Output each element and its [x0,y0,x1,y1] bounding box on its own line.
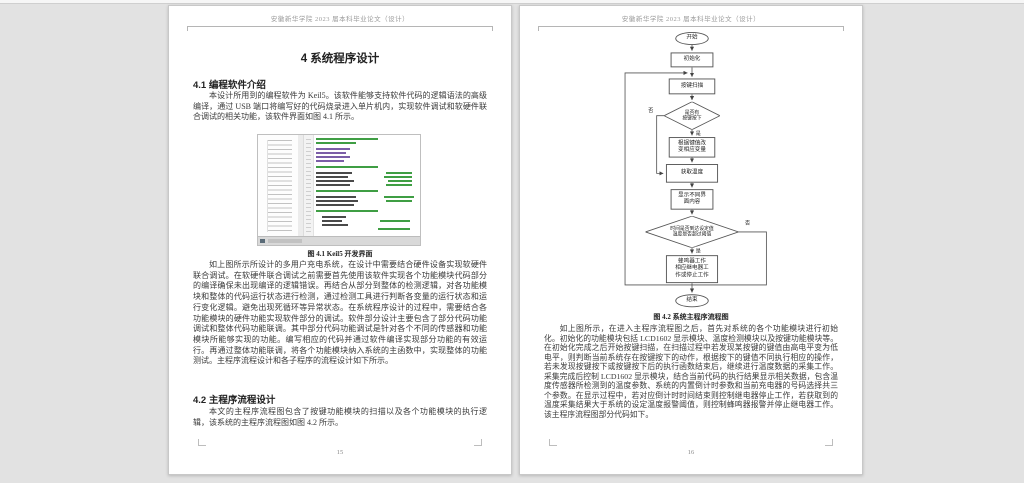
paragraph[interactable]: 如上图所示，在进入主程序流程图之后，首先对系统的各个功能模块进行初始化。初始化的… [544,324,838,419]
flowchart-buzzer-relay[interactable]: 蜂鸣器工作 相应继电器工 作或停止工作 [665,255,719,284]
keil-scrollbar [298,135,304,237]
diamond-shape [645,216,739,248]
figure-4-1-caption[interactable]: 图 4.1 Keil5 开发界面 [307,250,373,258]
flowchart-key-pressed-decision[interactable]: 是否有 按键按下 [664,101,720,130]
flowchart-connectors [624,45,767,293]
keil-screenshot-figure[interactable] [257,134,421,246]
margin-mark [198,439,206,446]
margin-mark [474,439,482,446]
diamond-shape [664,101,720,130]
paragraph[interactable]: 本文的主程序流程图包含了按键功能模块的扫描以及各个功能模块的执行逻辑，该系统的主… [193,407,487,427]
figure-4-2-caption[interactable]: 图 4.2 系统主程序流程图 [653,313,729,321]
page-number: 15 [336,449,344,456]
header-rule [538,26,844,31]
main-program-flowchart[interactable]: 开始 初始化 按键扫描 是否有 按键按下 否 是 根据键值改 变相应变量 获取温… [532,32,852,311]
keil-line-numbers [304,135,314,237]
flowchart-threshold-decision[interactable]: 时间是否到达设定值 温度是否超过阈值 [645,216,739,248]
flowchart-key-scan[interactable]: 按键扫描 [668,78,716,95]
chapter-title[interactable]: 4 系统程序设计 [300,53,380,65]
section-heading-4-1[interactable]: 4.1 编程软件介绍 [193,80,266,91]
flowchart-start[interactable]: 开始 [675,32,709,46]
flowchart-get-temperature[interactable]: 获取温度 [665,164,719,183]
flowchart-init[interactable]: 初始化 [670,52,714,68]
flowchart-end[interactable]: 结束 [675,294,709,308]
paragraph[interactable]: 如上图所示所设计的多用户充电系统，在设计中需要结合硬件设备实现软硬件联合调试。在… [193,260,487,366]
page-number: 16 [687,449,695,456]
branch-label-no: 否 [647,106,655,114]
branch-label-no: 否 [744,218,752,227]
branch-label-yes: 是 [694,129,702,138]
document-page-left[interactable]: 安徽新华学院 2023 届本科毕业论文（设计） 4 系统程序设计 4.1 编程软… [168,5,512,475]
keil-code-editor [314,135,420,237]
flowchart-change-variable[interactable]: 根据键值改 变相应变量 [668,137,716,158]
branch-label-yes: 是 [694,246,702,255]
flowchart-display-content[interactable]: 显示不同界 面内容 [670,189,714,210]
paragraph[interactable]: 本设计所用到的编程软件为 Keil5。该软件能够支持软件代码的逻辑语法的高级编译… [193,91,487,122]
page-header: 安徽新华学院 2023 届本科毕业论文（设计） [270,16,410,23]
header-rule [187,26,493,31]
keil-status-bar [258,236,420,245]
margin-mark [549,439,557,446]
app-chrome-edge [0,0,1024,4]
keil-project-tree [258,135,299,237]
section-heading-4-2[interactable]: 4.2 主程序流程设计 [193,395,276,406]
document-page-right[interactable]: 安徽新华学院 2023 届本科毕业论文（设计） [519,5,863,475]
page-header: 安徽新华学院 2023 届本科毕业论文（设计） [621,16,761,23]
margin-mark [825,439,833,446]
